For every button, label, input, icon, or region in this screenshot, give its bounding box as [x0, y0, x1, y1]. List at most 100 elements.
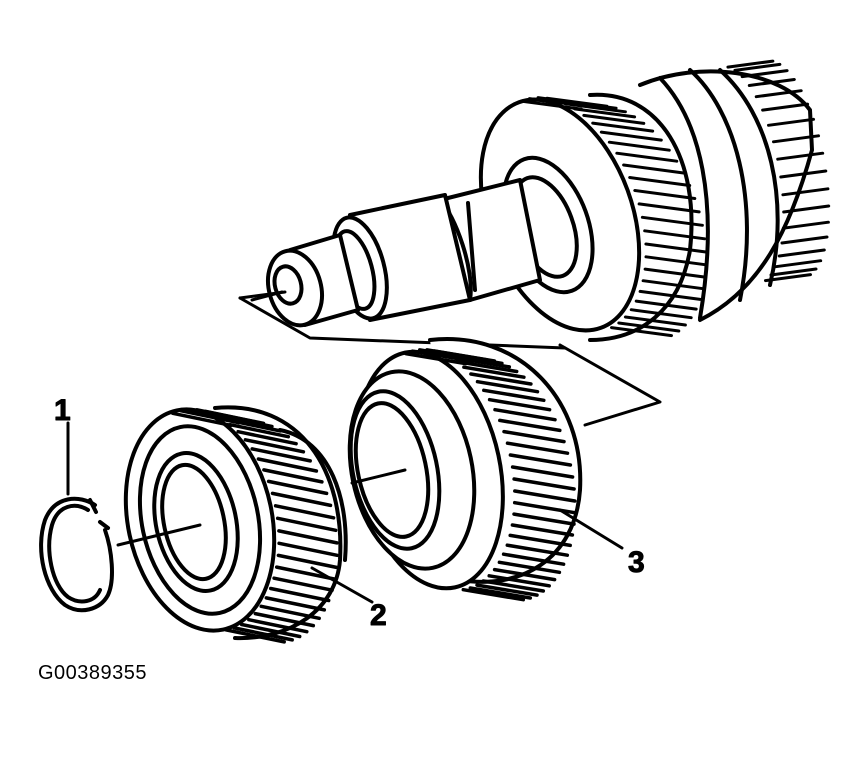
- gear-tooth: [519, 99, 583, 111]
- gear-tooth: [268, 586, 331, 603]
- gear-tooth: [487, 574, 551, 588]
- gear-tooth: [481, 579, 546, 593]
- gear-tooth: [508, 533, 572, 548]
- gear-tooth: [220, 417, 282, 433]
- gear-tooth: [461, 587, 526, 602]
- gear-tooth: [779, 169, 828, 179]
- gear-tooth: [264, 596, 327, 612]
- gear-tooth: [508, 453, 573, 467]
- gear-tooth: [256, 457, 319, 473]
- gear-tooth: [774, 259, 823, 269]
- gear-tooth: [776, 151, 825, 161]
- gear-tooth: [623, 315, 687, 327]
- gear-tooth: [272, 576, 334, 592]
- gear-tooth: [754, 89, 803, 99]
- gear-tooth: [622, 163, 686, 175]
- gear-tooth: [764, 273, 812, 283]
- callout-3: 3: [628, 546, 645, 579]
- gear-tooth: [259, 604, 321, 621]
- gear-tooth: [782, 204, 831, 214]
- gear-tooth: [644, 255, 708, 267]
- gear-tooth: [505, 441, 570, 455]
- gear-tooth: [487, 397, 552, 412]
- gear-tooth: [276, 553, 339, 570]
- gear-tooth: [638, 289, 702, 301]
- gear-tooth: [628, 176, 692, 187]
- gear-tooth: [468, 586, 533, 600]
- gear-tooth: [212, 412, 274, 429]
- snap-ring-1: [39, 496, 114, 613]
- callout-2: 2: [370, 599, 387, 632]
- gear-tooth: [617, 321, 681, 333]
- gear-tooth: [277, 529, 339, 545]
- gear-tooth: [239, 622, 302, 639]
- gear-tooth: [440, 351, 504, 366]
- gear-tooth: [512, 512, 576, 526]
- gear-tooth: [462, 365, 526, 379]
- shaft-helical-gear: [478, 92, 708, 342]
- gear-tooth: [501, 552, 566, 566]
- gear-tooth: [640, 215, 704, 227]
- callout-1: 1: [54, 394, 71, 427]
- gear-tooth: [563, 102, 627, 114]
- gear-tooth: [497, 560, 562, 575]
- gear-tooth: [253, 611, 316, 628]
- gear-tooth: [266, 479, 329, 496]
- gear-tooth: [475, 379, 540, 394]
- gear-tooth: [475, 583, 539, 597]
- gear-tooth: [643, 229, 707, 241]
- gear-tooth: [769, 267, 818, 277]
- gear-tooth: [767, 117, 815, 127]
- gear-tooth: [275, 516, 338, 533]
- gear-tooth: [236, 429, 298, 446]
- gear-tooth: [498, 418, 562, 433]
- gear-tooth: [512, 477, 576, 491]
- gear-tooth: [232, 626, 294, 642]
- gear-tooth: [607, 140, 671, 152]
- gear-tooth: [643, 267, 707, 279]
- gear-tooth: [224, 628, 286, 644]
- gear-tooth: [505, 543, 570, 557]
- gear-tooth: [228, 422, 291, 439]
- gear-tooth: [554, 98, 618, 110]
- callout-leaders: [66, 421, 624, 604]
- gear-tooth: [740, 69, 789, 79]
- gear-tooth: [573, 107, 637, 119]
- gear-tooth: [599, 130, 663, 142]
- gear-tooth: [629, 308, 693, 320]
- gear-tooth: [513, 489, 577, 503]
- gear-tooth: [492, 567, 557, 582]
- gear-tooth: [243, 438, 306, 454]
- gear-tooth: [454, 359, 519, 374]
- gear-3: [347, 337, 583, 602]
- mainshaft-assembly: [238, 59, 831, 427]
- gear-tooth: [510, 523, 575, 537]
- gear-tooth: [510, 465, 575, 479]
- gear-tooth: [633, 189, 697, 200]
- gear-tooth: [447, 355, 512, 369]
- gear-tooth: [250, 447, 312, 463]
- gear-tooth: [582, 113, 646, 125]
- gear-tooth: [262, 468, 324, 484]
- gear-tooth: [634, 299, 698, 311]
- gear-tooth: [171, 411, 233, 428]
- figure-id-label: G00389355: [38, 662, 148, 684]
- gear-tooth: [615, 151, 679, 163]
- gear-tooth: [512, 500, 577, 515]
- gear-tooth: [747, 78, 796, 87]
- gear-tooth: [469, 372, 533, 386]
- gear-tooth: [493, 407, 557, 422]
- gear-tooth: [610, 326, 673, 338]
- gear-tooth: [781, 220, 830, 230]
- gear-tooth: [270, 491, 333, 508]
- rear-gear-cluster: [638, 59, 831, 322]
- gear-tooth: [644, 242, 708, 254]
- gear-tooth: [780, 235, 829, 245]
- gear-tooth: [733, 62, 782, 72]
- gear-tooth: [273, 504, 336, 520]
- gear-tooth: [781, 187, 830, 197]
- mainshaft: [266, 178, 542, 328]
- gear-tooth: [726, 59, 775, 69]
